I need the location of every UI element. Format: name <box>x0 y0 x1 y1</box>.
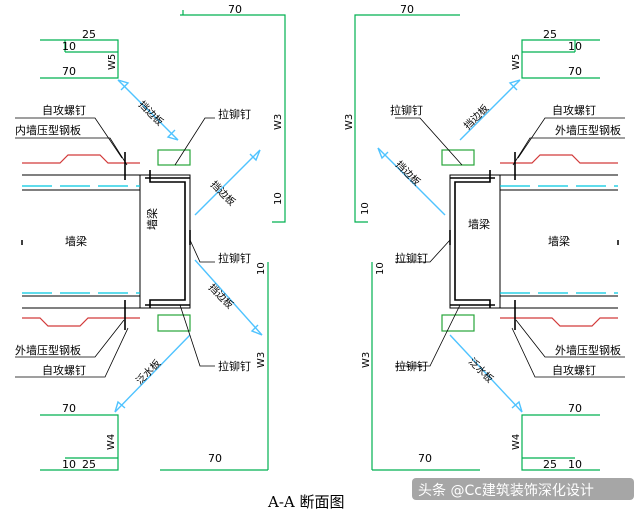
left-dim-bottom-25: 25 <box>82 458 96 471</box>
right-label-wall-beam: 墙梁 <box>548 234 570 248</box>
right-arrow-label-bottom: 泛水板 <box>466 355 496 385</box>
left-arrow-top <box>117 79 179 141</box>
left-label-wall-beam-center: 墙梁 <box>145 208 159 230</box>
left-label-rivet-bottom: 拉铆钉 <box>218 359 251 373</box>
left-arrow-label-mid-bottom: 挡边板 <box>206 281 236 311</box>
right-leaders <box>395 117 625 378</box>
right-arrow-top <box>459 79 521 141</box>
right-dim-w3-top: W3 <box>344 114 355 130</box>
right-top-dimension <box>354 14 460 223</box>
right-label-self-tapping-bottom: 自攻螺钉 <box>552 363 596 377</box>
left-flashing <box>157 149 191 332</box>
left-dim-bottom-70: 70 <box>208 452 222 465</box>
right-arrow-label-mid-top: 挡边板 <box>393 158 423 188</box>
left-dim-w3-bottom: W3 <box>256 352 267 368</box>
right-dim-w3-10: 10 <box>360 202 371 215</box>
left-top-dimension <box>180 10 286 223</box>
right-dim-bottom-10: 10 <box>568 458 582 471</box>
left-leaders <box>15 117 215 378</box>
left-arrow-bottom <box>114 334 191 413</box>
right-dim-w3-bottom: W3 <box>361 352 372 368</box>
left-dim-10: 10 <box>62 40 76 53</box>
drawing-title: A-A 断面图 <box>267 493 345 511</box>
left-arrow-mid-top <box>194 149 261 216</box>
right-detail: 70 10 W3 25 10 70 W5 挡边板 挡边板 泛水板 <box>344 3 625 471</box>
right-label-rivet-top: 拉铆钉 <box>390 103 423 117</box>
right-dim-25: 25 <box>543 28 557 41</box>
left-z-purlin <box>145 170 190 308</box>
right-arrow-mid-top <box>377 147 446 216</box>
right-flashing <box>441 149 475 332</box>
left-arrow-label-mid-top: 挡边板 <box>208 178 238 208</box>
left-label-inner-panel: 内墙压型钢板 <box>15 123 81 137</box>
right-dim-10: 10 <box>568 40 582 53</box>
left-dim-w4: W4 <box>106 434 117 450</box>
left-label-rivet-mid: 拉铆钉 <box>218 251 251 265</box>
right-z-purlin <box>450 170 495 308</box>
right-side-dims <box>371 262 480 471</box>
right-dim-top-70: 70 <box>400 3 414 16</box>
left-dim-bottom-10: 10 <box>62 458 76 471</box>
left-dim-w5-70: 70 <box>62 65 76 78</box>
left-arrow-mid-bottom <box>194 259 263 336</box>
left-dim-w4-70: 70 <box>62 402 76 415</box>
right-label-wall-beam-inner: 墙梁 <box>468 217 490 231</box>
right-arrow-label-top: 挡边板 <box>461 102 491 132</box>
left-dim-w3-10: 10 <box>273 192 284 205</box>
left-w4-dimension <box>40 414 119 471</box>
right-cladding <box>500 154 618 327</box>
right-label-self-tapping-top: 自攻螺钉 <box>552 103 596 117</box>
right-dim-bottom-25: 25 <box>543 458 557 471</box>
left-dim-w5: W5 <box>107 54 118 70</box>
left-screws <box>124 152 191 330</box>
right-arrows <box>377 79 523 413</box>
left-arrows <box>114 79 263 413</box>
left-label-self-tapping-top: 自攻螺钉 <box>42 103 86 117</box>
left-label-wall-beam: 墙梁 <box>65 234 87 248</box>
left-dim-mid-10: 10 <box>256 262 267 275</box>
right-screws <box>449 152 516 330</box>
left-arrow-label-bottom: 泛水板 <box>133 357 163 387</box>
right-w5-dimension <box>521 39 600 79</box>
left-label-self-tapping-bottom: 自攻螺钉 <box>42 363 86 377</box>
left-label-rivet-top: 拉铆钉 <box>218 107 251 121</box>
right-label-outer-panel-top: 外墙压型钢板 <box>555 123 621 137</box>
right-label-rivet-mid: 拉铆钉 <box>395 251 428 265</box>
left-cut-lines <box>22 185 140 294</box>
right-wall-beam <box>449 174 619 309</box>
right-dim-w5-70: 70 <box>568 65 582 78</box>
left-w5-dimension <box>40 39 119 79</box>
left-dim-25: 25 <box>82 28 96 41</box>
right-label-rivet-bottom: 拉铆钉 <box>395 359 428 373</box>
right-dim-bottom-70: 70 <box>418 452 432 465</box>
right-cut-lines <box>500 185 618 294</box>
right-dim-w5: W5 <box>511 54 522 70</box>
right-dim-mid-10: 10 <box>375 262 386 275</box>
left-wall-beam <box>21 174 191 309</box>
left-cladding <box>22 154 140 327</box>
right-dim-w4-70: 70 <box>568 402 582 415</box>
watermark: 头条 @Cc建筑装饰深化设计 <box>412 478 634 500</box>
left-dim-w3-top: W3 <box>273 114 284 130</box>
right-label-outer-panel-bottom: 外墙压型钢板 <box>555 343 621 357</box>
right-arrow-bottom <box>449 334 523 413</box>
left-detail: 70 10 W3 25 10 70 W5 挡边板 挡边板 挡边板 泛水板 <box>15 3 286 471</box>
left-label-outer-panel: 外墙压型钢板 <box>15 343 81 357</box>
left-dim-top-70: 70 <box>228 3 242 16</box>
left-side-dims <box>160 262 269 471</box>
right-w4-dimension <box>521 414 600 471</box>
right-dim-w4: W4 <box>511 434 522 450</box>
watermark-text: 头条 @Cc建筑装饰深化设计 <box>418 482 594 499</box>
